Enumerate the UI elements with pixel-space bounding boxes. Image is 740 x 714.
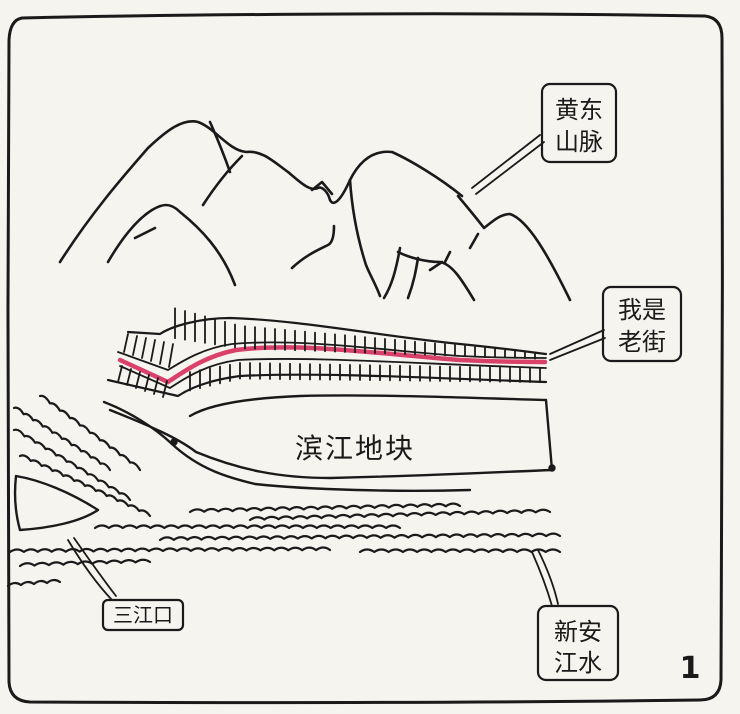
mountains-label-line1: 黄东: [555, 96, 603, 124]
sandbar: [13, 474, 100, 532]
block-label: 滨江地块: [295, 432, 415, 465]
leader-lines: [67, 134, 606, 607]
river-label-line2: 江水: [554, 649, 602, 677]
street-highlight: [117, 345, 548, 385]
riverside-block: [102, 394, 556, 492]
river-waves: [6, 394, 562, 588]
confluence-label: 三江口: [113, 603, 173, 627]
paper-frame: [6, 12, 724, 705]
label-boxes: [101, 82, 683, 682]
mountain-range: [58, 120, 572, 302]
mountains-label-line2: 山脉: [555, 128, 603, 156]
street-label-line1: 我是: [618, 296, 666, 324]
river-label-line1: 新安: [554, 618, 602, 646]
page-number: 1: [680, 651, 701, 686]
old-street: [106, 307, 548, 398]
street-label-line2: 老街: [618, 328, 666, 356]
